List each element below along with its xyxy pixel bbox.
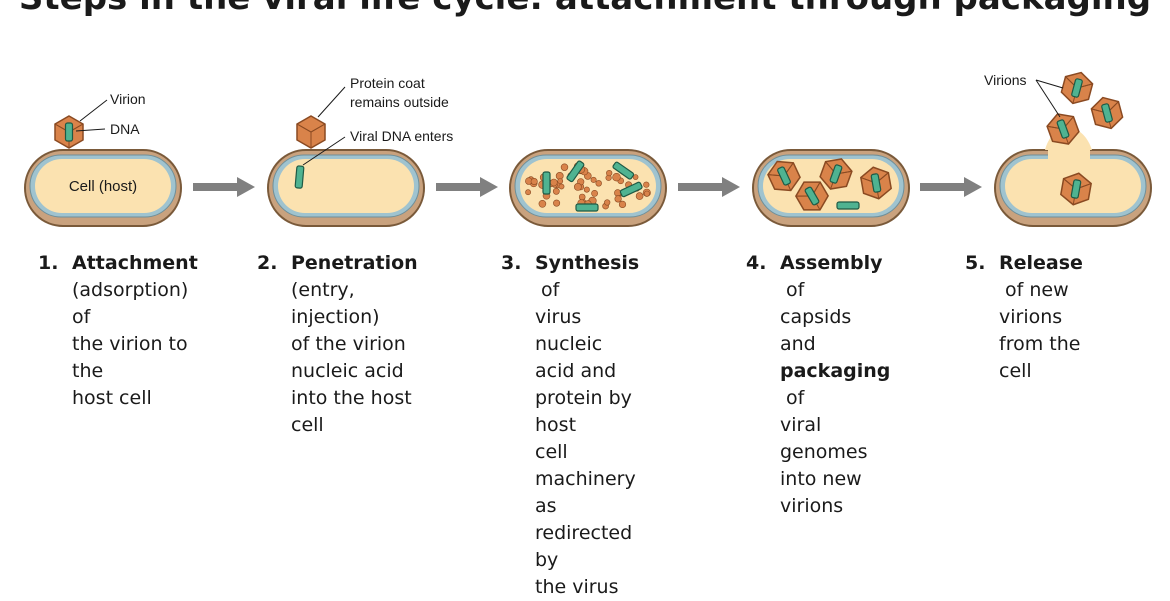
cell-2: Protein coat remains outside Viral DNA e…: [267, 75, 453, 227]
capsid-protein-dot: [530, 178, 538, 186]
step-line: cell: [291, 414, 324, 436]
step-line: of the virion: [291, 333, 406, 355]
cell-3: [509, 149, 667, 227]
capsid-protein-dot: [538, 200, 547, 208]
step-title-suffix: of: [780, 279, 805, 301]
step-emphasis-suffix: of: [780, 387, 805, 409]
capsid-protein-dot: [583, 186, 590, 193]
step-line: into the host: [291, 387, 412, 409]
cell-host-label: Cell (host): [69, 178, 137, 195]
step-line: protein by host: [535, 387, 632, 436]
capsid-protein-dot: [557, 178, 564, 184]
step-number: 4.: [746, 252, 767, 274]
capsid-protein-dot: [604, 199, 611, 206]
step-title-suffix: of new: [999, 279, 1069, 301]
virions-callout: Virions: [984, 72, 1027, 88]
step-emphasis: packaging: [780, 360, 891, 382]
capsid-protein-dot: [614, 195, 622, 203]
page-title: Steps in the viral life cycle: attachmen…: [0, 0, 1170, 18]
capsid-protein-dot: [574, 182, 582, 191]
step-number: 3.: [501, 252, 522, 274]
capsid-protein-dot: [560, 163, 569, 171]
capsid-protein-dot: [643, 190, 650, 197]
cell-1: Cell (host) Virion DNA: [24, 91, 182, 227]
step-line: the virus: [535, 576, 619, 598]
viral-dna-enters-callout: Viral DNA enters: [350, 128, 453, 144]
capsid-protein-dot: [591, 189, 598, 197]
dna-callout: DNA: [110, 121, 140, 137]
capsid-protein-dot: [606, 170, 613, 177]
capsid-protein-dot: [635, 192, 644, 200]
step-line: as redirected by: [535, 495, 633, 571]
step-number: 1.: [38, 252, 59, 274]
capsid-protein-dot: [525, 189, 531, 196]
step-line: into new virions: [780, 468, 862, 517]
step-title: Release: [999, 252, 1083, 274]
step-title: Attachment: [72, 252, 198, 274]
capsid-protein-dot: [553, 199, 561, 207]
capsid-protein-dot: [595, 180, 602, 187]
capsid-protein-dot: [558, 183, 565, 190]
capsid-protein-dot: [618, 200, 627, 208]
cell-4: [752, 149, 910, 227]
steps-captions: 1. Attachment (adsorption) of the virion…: [38, 252, 1083, 598]
step-line: cell machinery: [535, 441, 636, 490]
step-title: Assembly: [780, 252, 883, 274]
step-line: nucleic acid: [291, 360, 404, 382]
step-line: viral genomes: [780, 414, 868, 463]
step-number: 5.: [965, 252, 986, 274]
capsid-protein-dot: [643, 181, 650, 188]
step-title-suffix: of: [535, 279, 560, 301]
capsid-protein-dot: [590, 176, 597, 183]
protein-coat-callout-line1: Protein coat: [350, 75, 425, 91]
step-line: capsids and: [780, 306, 852, 355]
viral-life-cycle-diagram: Cell (host) Virion DNA Protein coat rema…: [24, 0, 1152, 227]
cell-5: Virions: [984, 69, 1152, 227]
step-number: 2.: [257, 252, 278, 274]
step-line: host cell: [72, 387, 152, 409]
capsid-protein-dot: [632, 174, 639, 180]
capsid-protein-dot: [612, 173, 621, 182]
capsid-protein-dot: [552, 187, 560, 195]
protein-coat-callout-line2: remains outside: [350, 94, 449, 110]
step-line: (adsorption) of: [72, 279, 189, 328]
virion-callout: Virion: [110, 91, 146, 107]
step-line: virions from the: [999, 306, 1081, 355]
step-title: Penetration: [291, 252, 418, 274]
step-title: Synthesis: [535, 252, 640, 274]
step-line: cell: [999, 360, 1032, 382]
step-line: acid and: [535, 360, 617, 382]
step-line: virus nucleic: [535, 306, 603, 355]
step-line: (entry, injection): [291, 279, 380, 328]
step-line: the virion to the: [72, 333, 188, 382]
